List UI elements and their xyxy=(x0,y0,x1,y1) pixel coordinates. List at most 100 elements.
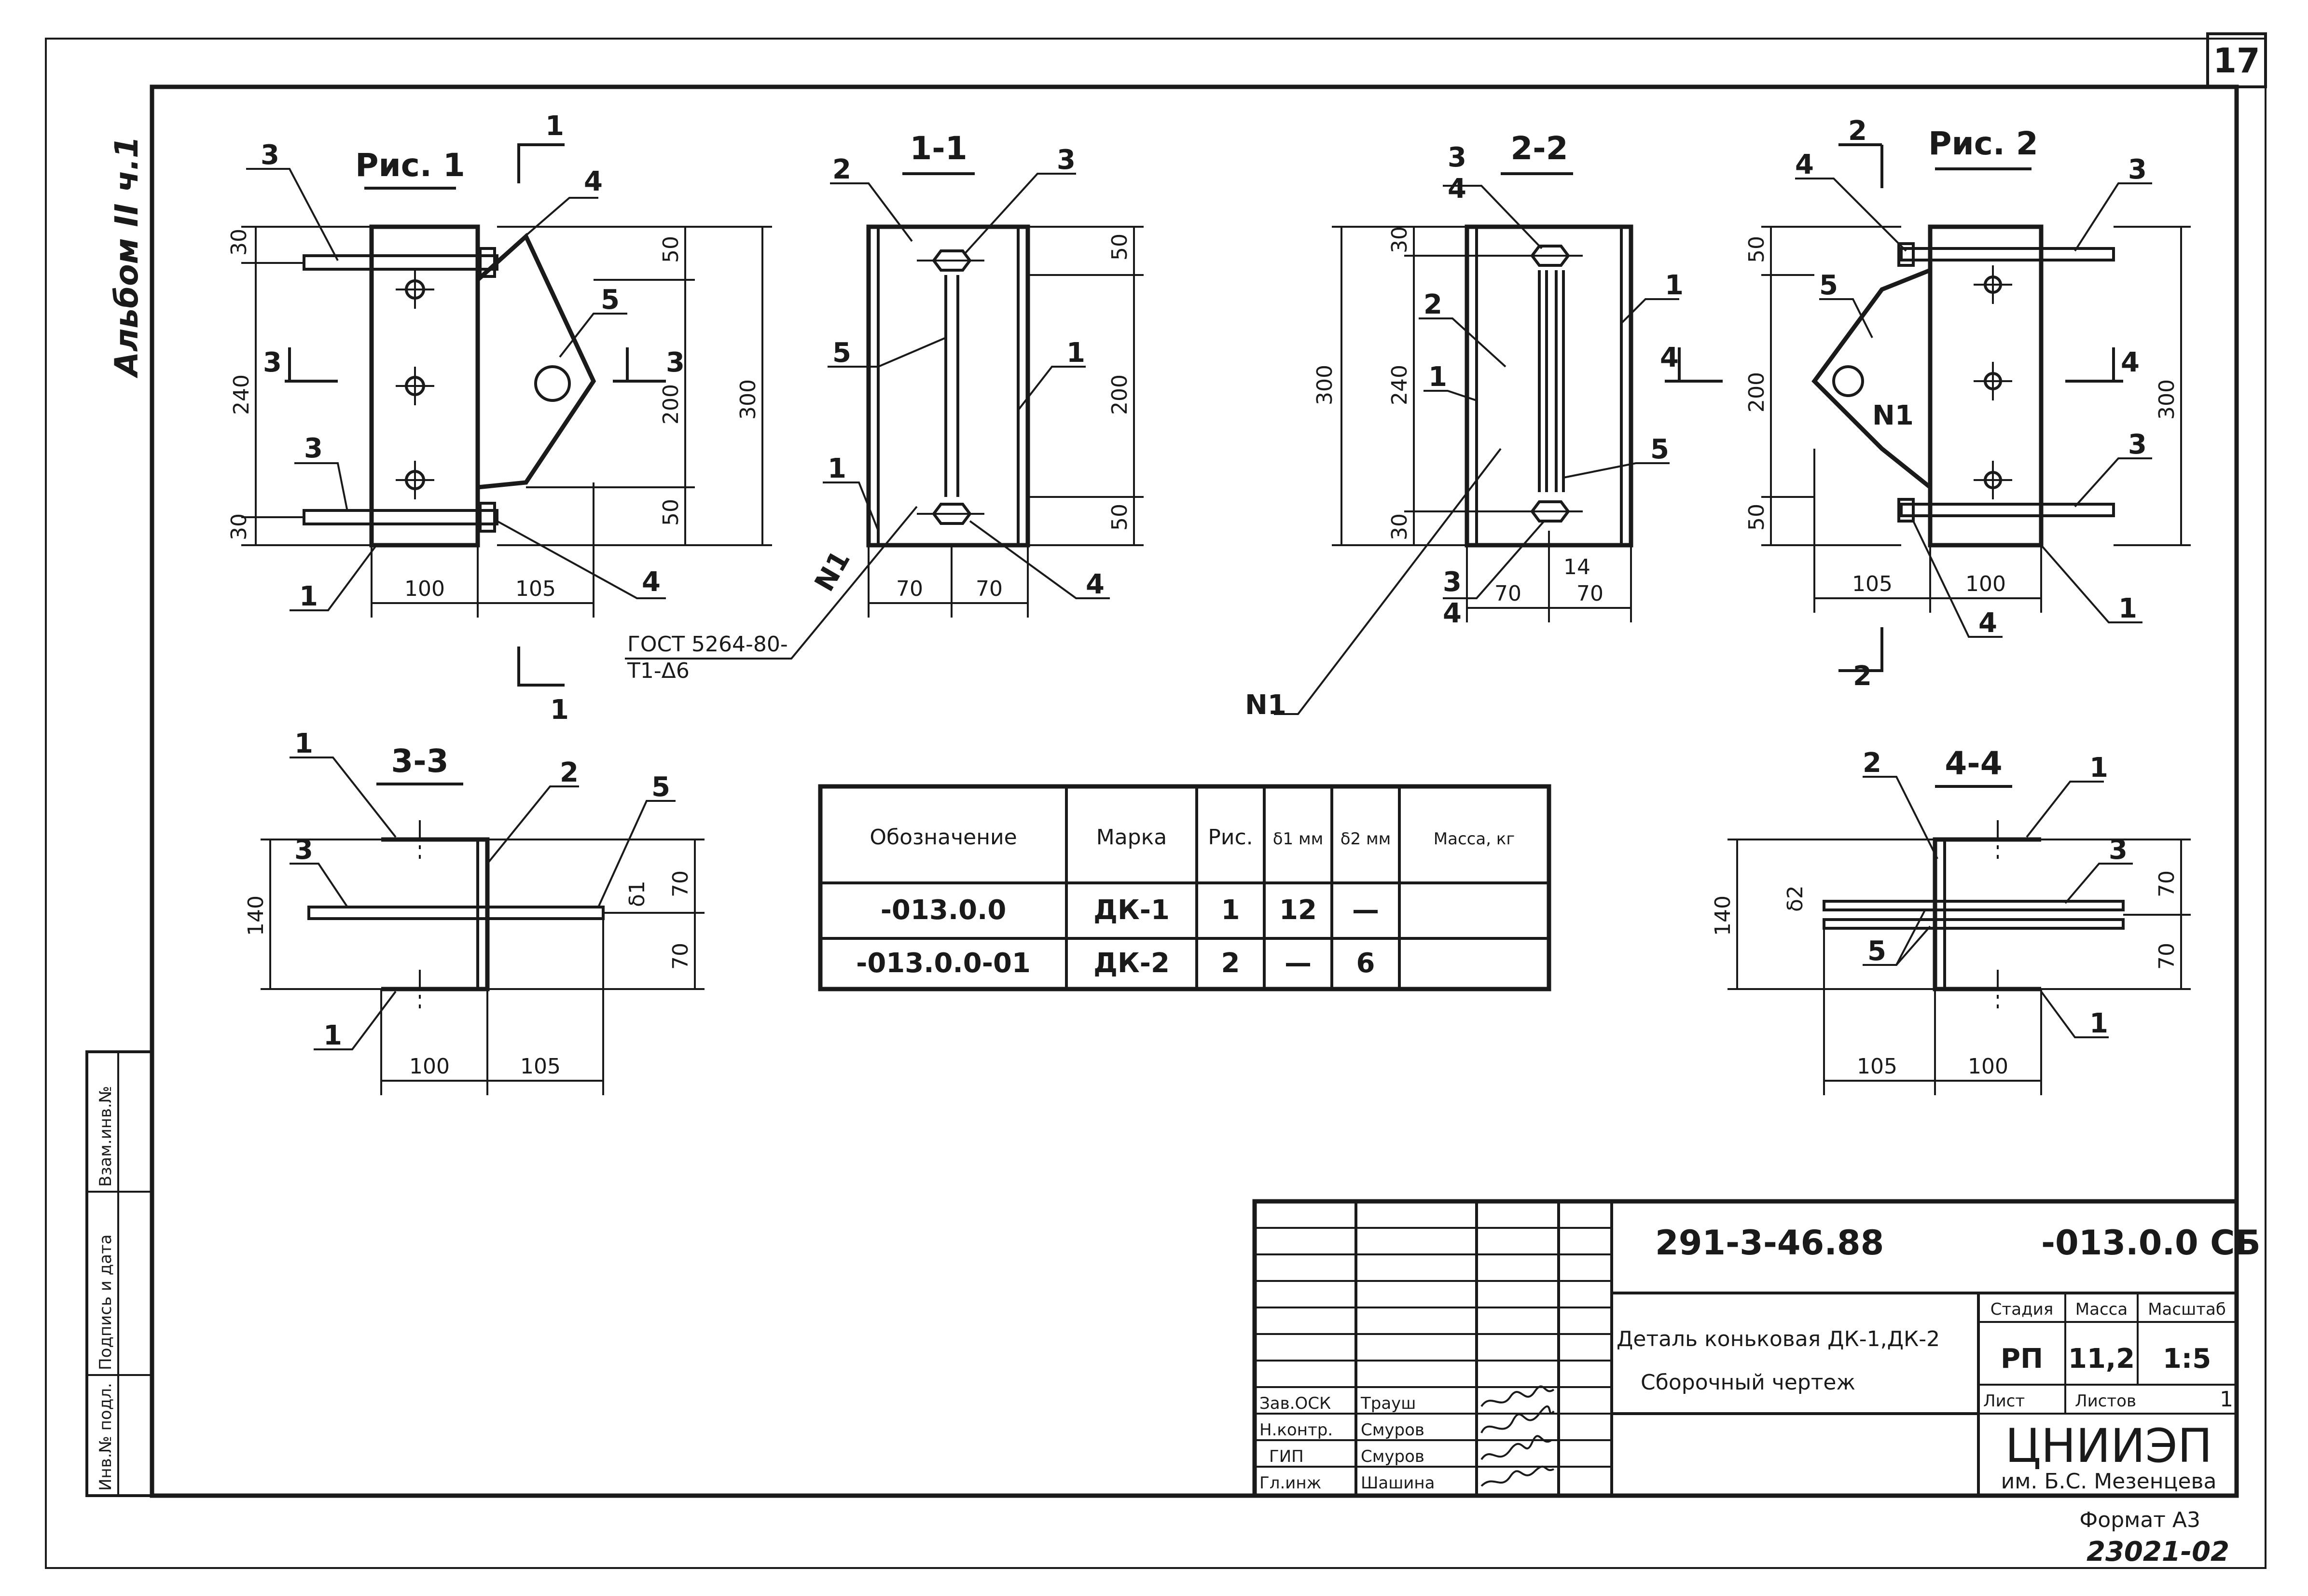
fig2-callout-3a: 3 xyxy=(2128,154,2147,185)
fig1-dim-w1: 100 xyxy=(404,577,445,601)
fig1-dim-w2: 105 xyxy=(515,577,556,601)
sec22-dim-v1: 240 xyxy=(1387,365,1412,405)
fig1-section-mark-top: 1 xyxy=(545,110,564,142)
fig1-section-mark-bot: 1 xyxy=(550,694,569,726)
table-row: -013.0.0-01 ДК-2 2 — 6 xyxy=(856,948,1375,979)
page-number-box: 17 xyxy=(2206,32,2267,88)
sec44-callout-1-top: 1 xyxy=(2089,752,2108,784)
tb-title-line2: Сборочный чертеж xyxy=(1641,1370,1855,1395)
spec-row1-designation: -013.0.0 xyxy=(881,894,1007,926)
fig1-callout-3a: 3 xyxy=(261,139,279,171)
sec22-dim-h0: 70 xyxy=(1494,581,1521,606)
sheet-format: Формат А3 xyxy=(2079,1508,2200,1532)
sec44-delta: δ2 xyxy=(1783,885,1808,912)
tb-name-3: Шашина xyxy=(1361,1473,1435,1493)
sec22-title: 2-2 xyxy=(1510,130,1568,167)
album-label: Альбом II ч.1 xyxy=(108,136,145,379)
sec44-dim-h0: 105 xyxy=(1857,1054,1897,1079)
sec33-dim-140: 140 xyxy=(244,895,268,936)
spec-row1-mark: ДК-1 xyxy=(1093,894,1170,926)
fig2-callout-3b: 3 xyxy=(2128,429,2147,460)
tb-sheet-label: Лист xyxy=(1983,1391,2025,1411)
sec11-dim-h1: 70 xyxy=(976,577,1003,601)
tb-role-2: ГИП xyxy=(1269,1447,1304,1466)
sec44-dim-140: 140 xyxy=(1711,895,1735,936)
sec11-callout-2: 2 xyxy=(832,154,851,185)
sec22-weld: N1 xyxy=(1245,689,1286,721)
replaces-inv-label: Взам.инв.№ xyxy=(96,1086,115,1187)
spec-row2-mark: ДК-2 xyxy=(1093,948,1170,979)
tb-role-1: Н.контр. xyxy=(1259,1420,1333,1440)
title-block: Зав.ОСК Н.контр. ГИП Гл.инж Трауш Смуров… xyxy=(1252,1199,2261,1498)
fig1-cut-3-right: 3 xyxy=(666,347,685,378)
sec44-callout-2: 2 xyxy=(1863,747,1881,779)
spec-row2-fig: 2 xyxy=(1221,948,1240,979)
signature-3 xyxy=(1480,1435,1552,1460)
sec33-dim-v0: 70 xyxy=(668,870,693,897)
table-row: -013.0.0 ДК-1 1 12 — xyxy=(881,894,1379,926)
sec11-callout-1-left: 1 xyxy=(828,453,846,484)
view-section-1-1: 1-1 50 200 50 70 70 2 3 5 1 xyxy=(809,130,1144,618)
tb-scale-label: Масштаб xyxy=(2148,1300,2226,1319)
tb-mass-label: Масса xyxy=(2075,1300,2128,1319)
fig2-callout-4a: 4 xyxy=(1795,149,1814,180)
sec33-callout-1-top: 1 xyxy=(294,728,313,759)
sec33-title: 3-3 xyxy=(391,743,448,780)
fig1-gost2: Т1-Δ6 xyxy=(627,659,690,683)
fig2-callout-5: 5 xyxy=(1819,270,1838,301)
sec33-callout-5: 5 xyxy=(651,771,670,803)
tb-mass: 11,2 xyxy=(2068,1343,2135,1375)
sec44-dim-v0: 70 xyxy=(2155,870,2179,897)
sec33-delta: δ1 xyxy=(625,881,650,907)
fig1-title: Рис. 1 xyxy=(355,147,465,184)
signature-1 xyxy=(1480,1385,1555,1407)
spec-header-delta1: δ1 мм xyxy=(1273,829,1324,849)
fig2-callout-4b: 4 xyxy=(1978,607,1997,639)
sec11-dim-v2: 50 xyxy=(1107,504,1132,531)
sec11-callout-1-right: 1 xyxy=(1066,337,1085,369)
fig2-dim-h0: 105 xyxy=(1852,572,1893,596)
outer-frame xyxy=(45,38,2267,1569)
fig2-dim-v3: 300 xyxy=(2155,379,2179,420)
tb-name-1: Смуров xyxy=(1361,1420,1424,1440)
sec11-title: 1-1 xyxy=(910,130,967,167)
tb-sheets: 1 xyxy=(2220,1387,2233,1412)
sec22-callout-4-bot: 4 xyxy=(1443,598,1462,629)
spec-header-mark: Марка xyxy=(1096,825,1167,850)
view-section-4-4: 4-4 140 δ2 70 70 105 100 2 1 3 xyxy=(1711,745,2191,1095)
sec33-callout-3: 3 xyxy=(294,834,313,866)
sec33-callout-2: 2 xyxy=(560,757,579,788)
sec44-dim-v1: 70 xyxy=(2155,943,2179,970)
fig1-callout-5: 5 xyxy=(601,284,620,316)
fig2-section-mark-bot: 2 xyxy=(1853,660,1872,692)
sec22-dim-h1: 70 xyxy=(1576,581,1603,606)
fig1-dim-mid: 240 xyxy=(229,374,254,415)
sec22-cut-mark: 4 xyxy=(1660,342,1679,373)
spec-table: Обозначение Марка Рис. δ1 мм δ2 мм Масса… xyxy=(818,784,1551,991)
tb-doc-code: -013.0.0 СБ xyxy=(2041,1223,2261,1263)
tb-name-0: Трауш xyxy=(1360,1394,1416,1413)
sec11-callout-3: 3 xyxy=(1057,144,1076,176)
fig1-dim-top: 30 xyxy=(227,229,251,256)
fig1-callout-3b: 3 xyxy=(304,433,323,464)
sec44-title: 4-4 xyxy=(1945,745,2002,782)
sec11-dim-v1: 200 xyxy=(1107,374,1132,415)
sheet-inventory: 23021-02 xyxy=(2087,1536,2229,1568)
sec22-callout-3-bot: 3 xyxy=(1443,566,1462,598)
sec22-dim-gap: 14 xyxy=(1563,555,1590,579)
signature-2 xyxy=(1480,1405,1555,1433)
fig2-dim-v2: 50 xyxy=(1744,504,1769,531)
fig2-section-mark-top: 2 xyxy=(1848,115,1867,147)
tb-role-0: Зав.ОСК xyxy=(1259,1394,1331,1413)
sec22-callout-1-left: 1 xyxy=(1428,361,1447,393)
fig1-dim-300: 300 xyxy=(736,379,760,420)
tb-project-code: 291-3-46.88 xyxy=(1655,1223,1884,1263)
spec-header-delta2: δ2 мм xyxy=(1341,829,1391,849)
fig1-dim-200: 200 xyxy=(659,384,683,425)
sec22-callout-3-top: 3 xyxy=(1448,142,1466,173)
sign-date-label: Подпись и дата xyxy=(96,1234,115,1370)
fig1-dim-50a: 50 xyxy=(659,236,683,263)
sec33-dim-h1: 105 xyxy=(520,1054,561,1079)
tb-stage: РП xyxy=(2001,1343,2043,1375)
tb-org: ЦНИИЭП xyxy=(2005,1419,2212,1473)
